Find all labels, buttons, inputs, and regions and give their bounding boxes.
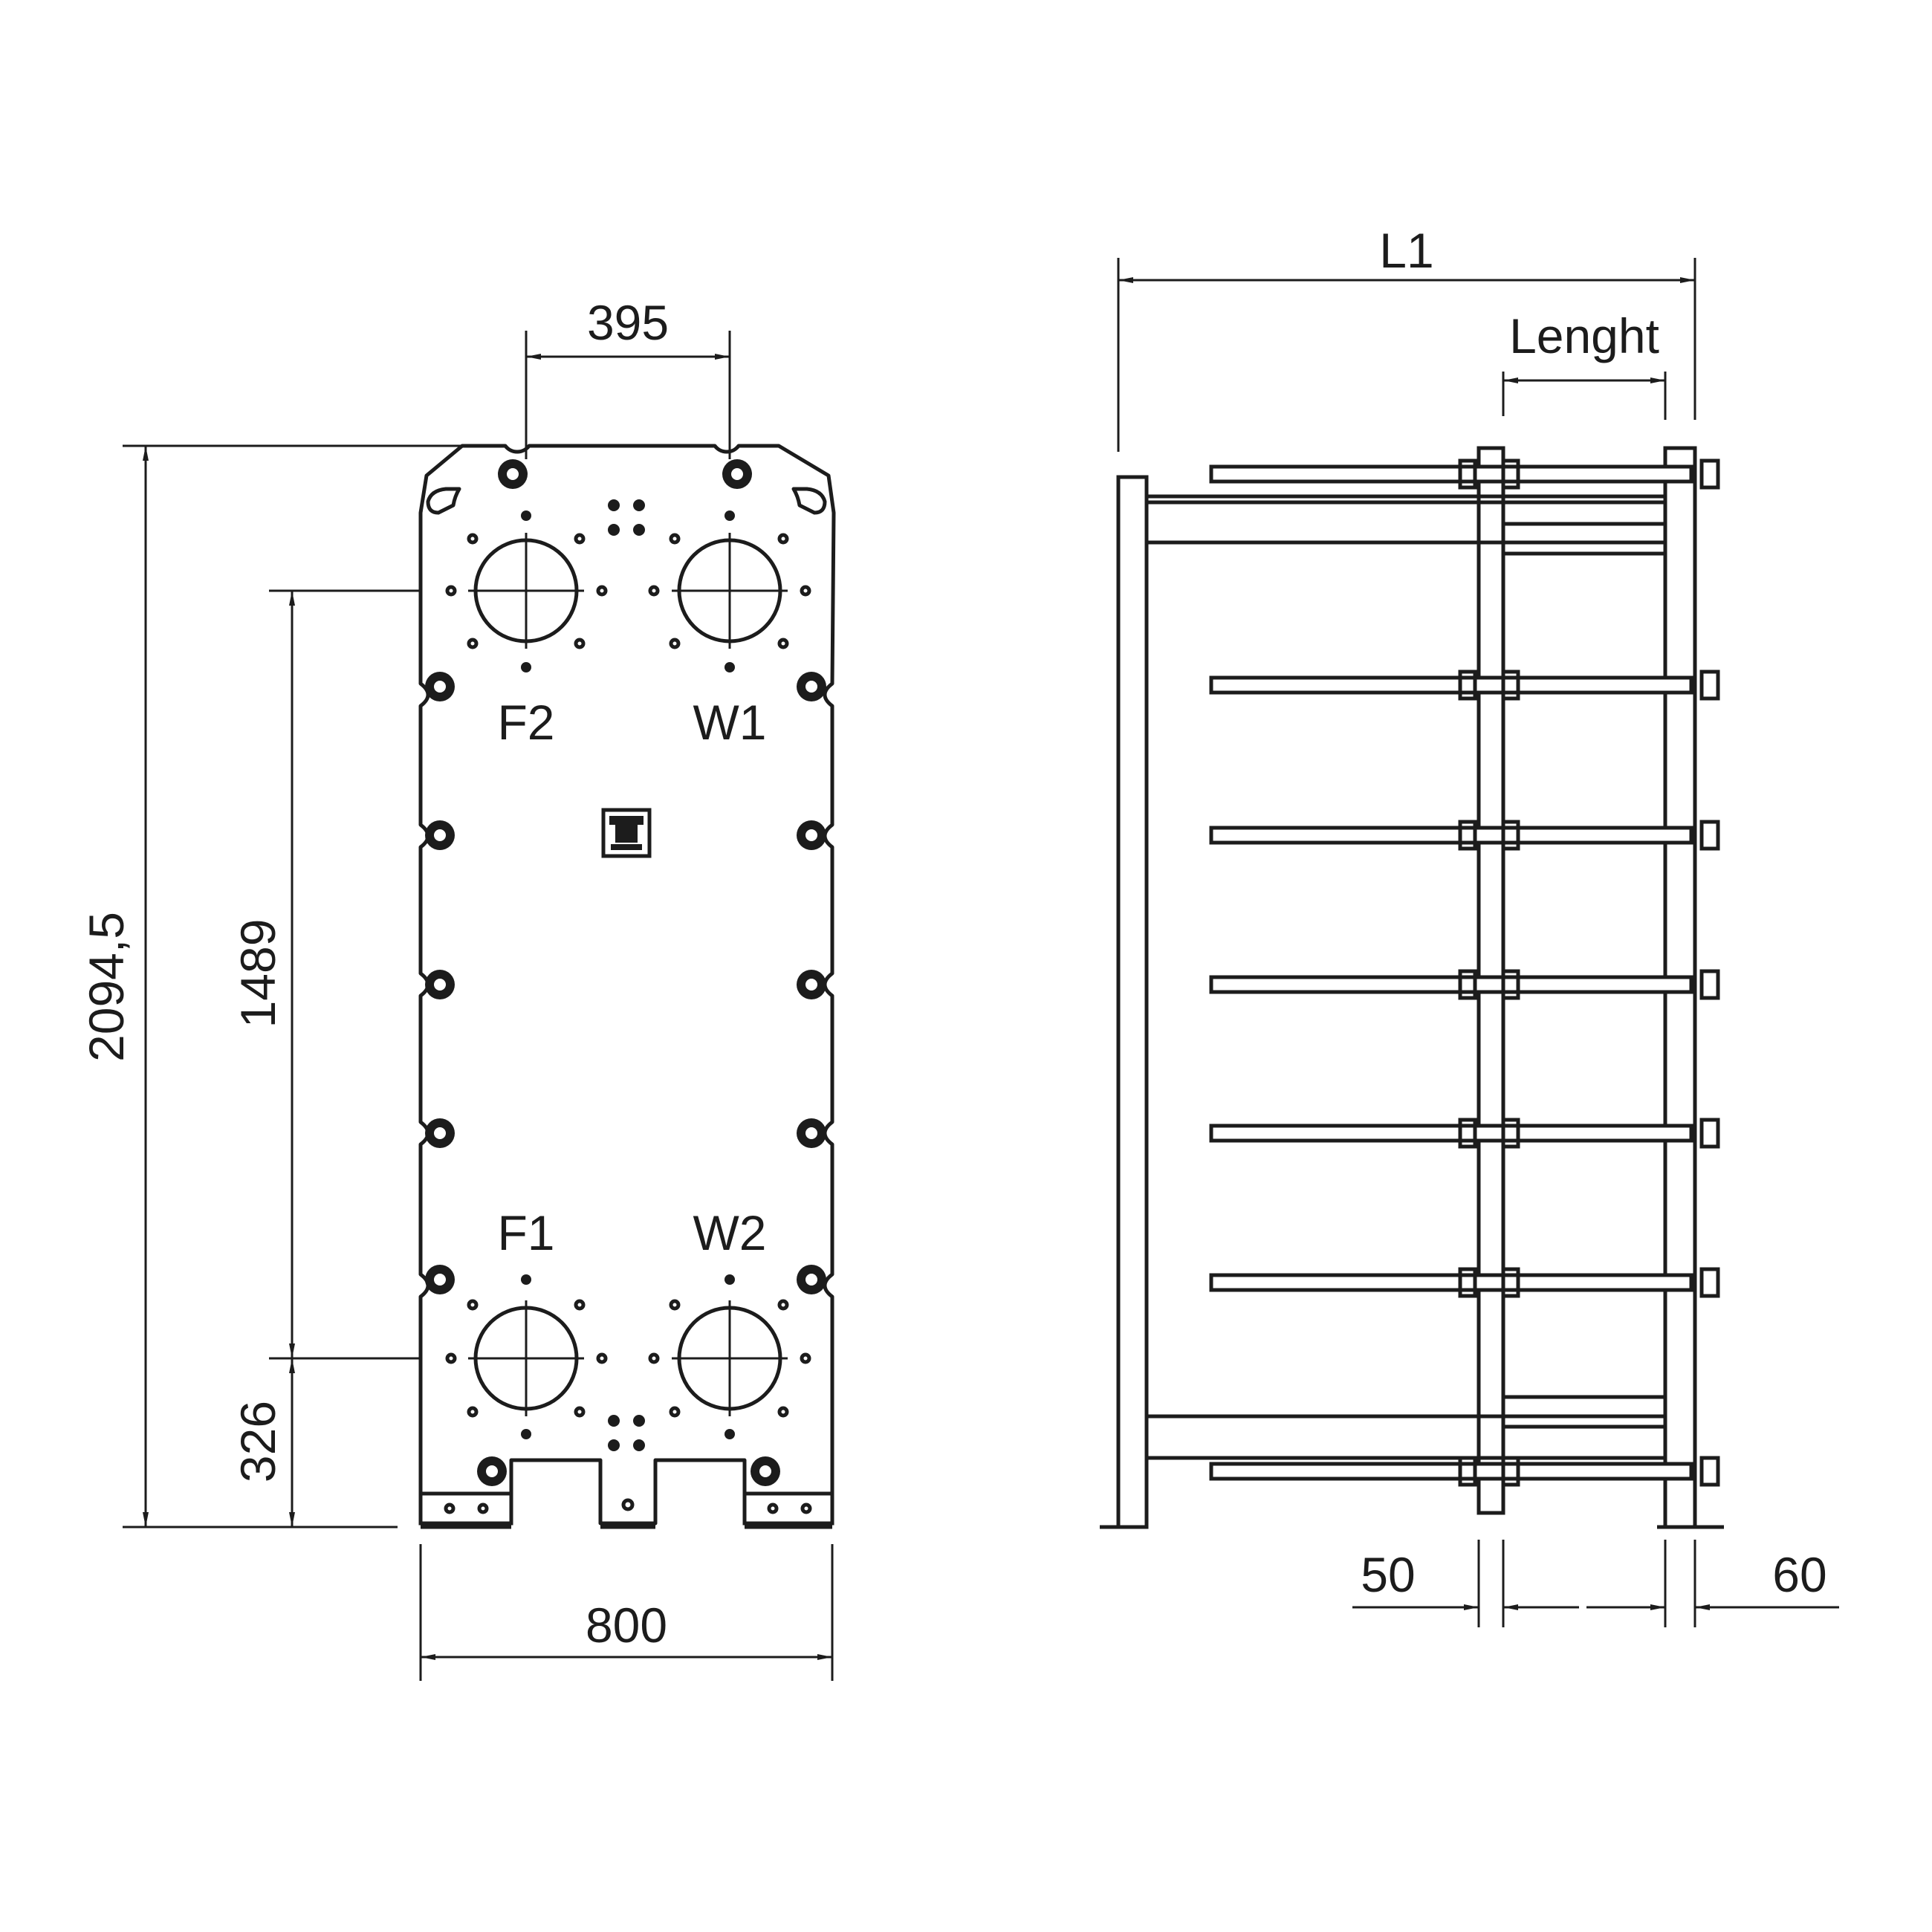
right-hanger-slot xyxy=(791,487,827,515)
dimension-lower-port-height: 326 xyxy=(230,1358,295,1527)
front-view: F2 W1 F1 W2 395 2094,5 1489 326 xyxy=(79,295,836,1681)
tie-bolt-6 xyxy=(1209,1267,1720,1298)
port-top-right xyxy=(648,510,811,672)
dimension-width-text: 800 xyxy=(586,1598,667,1653)
dimension-plate-thickness: 50 60 xyxy=(1352,1540,1839,1627)
top-dot-cluster xyxy=(608,499,645,536)
tie-bolt-7 xyxy=(1209,1456,1720,1487)
tie-bolt-5 xyxy=(1209,1118,1720,1149)
left-hanger-slot xyxy=(426,487,461,515)
plate-pack-top xyxy=(1501,522,1667,556)
dimension-width: 800 xyxy=(419,1544,834,1681)
dimension-port-centers-text: 1489 xyxy=(230,919,285,1028)
port-bottom-right xyxy=(648,1274,811,1439)
port-label-bottom-left: F1 xyxy=(497,1205,554,1260)
dimension-overall-height-text: 2094,5 xyxy=(79,912,134,1062)
plate-outline xyxy=(418,444,836,1526)
bottom-dot-cluster xyxy=(608,1415,645,1451)
bottom-guide-bar xyxy=(1144,1414,1667,1460)
plate-feet xyxy=(418,1491,834,1529)
dimension-pressure-plate-text: 60 xyxy=(1772,1547,1826,1602)
dimension-pack-length: Lenght xyxy=(1502,308,1667,420)
tie-bolt-1 xyxy=(1209,458,1720,490)
dimension-frame-plate-text: 50 xyxy=(1361,1547,1415,1602)
tie-bolt-3 xyxy=(1209,820,1720,851)
port-bottom-left xyxy=(445,1274,608,1439)
port-top-left xyxy=(445,510,608,672)
front-bolt-holes xyxy=(425,459,826,1486)
dimension-overall-length-text: L1 xyxy=(1379,223,1433,278)
port-label-top-right: W1 xyxy=(693,695,767,750)
manufacturer-logo xyxy=(601,808,652,858)
dimension-port-spacing: 395 xyxy=(525,295,731,459)
dimension-lower-port-height-text: 326 xyxy=(230,1401,285,1482)
plate-pack-bottom xyxy=(1501,1395,1667,1429)
dimension-overall-length: L1 xyxy=(1117,223,1696,452)
port-label-bottom-right: W2 xyxy=(693,1205,767,1260)
frame-plate xyxy=(1116,475,1149,1529)
side-view: L1 Lenght 50 60 xyxy=(1100,223,1839,1627)
tie-bolt-2 xyxy=(1209,670,1720,701)
dimension-overall-height: 2094,5 xyxy=(79,444,461,1529)
tie-bolt-4 xyxy=(1209,969,1720,1000)
port-label-top-left: F2 xyxy=(497,695,554,750)
dimension-pack-length-text: Lenght xyxy=(1509,308,1659,363)
tie-bolts xyxy=(1209,458,1720,1487)
dimension-port-spacing-text: 395 xyxy=(587,295,669,350)
dimension-port-centers: 1489 xyxy=(230,589,421,1360)
